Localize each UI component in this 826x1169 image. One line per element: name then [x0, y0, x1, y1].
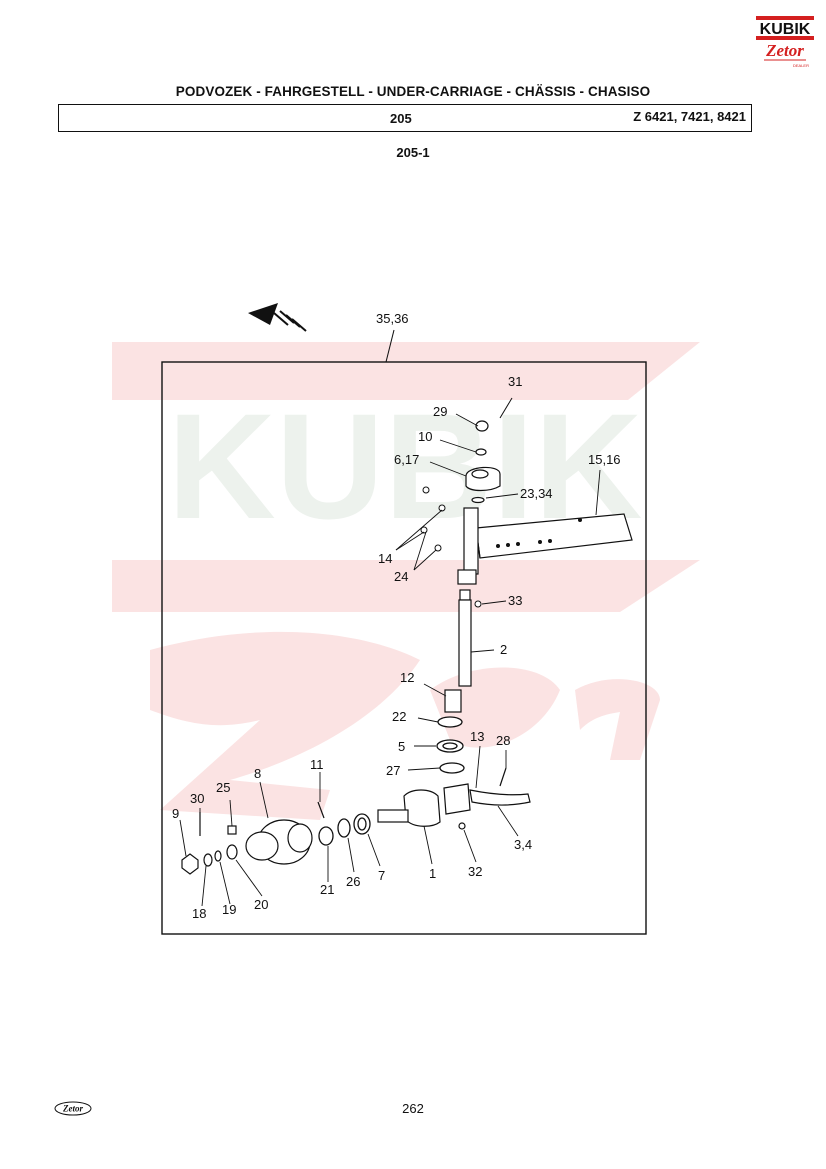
callout-8: 8 [254, 766, 261, 781]
callout-10: 10 [418, 429, 432, 444]
callout-29: 29 [433, 404, 447, 419]
footer-logo-text: Zetor [62, 1104, 83, 1114]
callout-18: 18 [192, 906, 206, 921]
callout-23-34: 23,34 [520, 486, 553, 501]
callout-27: 27 [386, 763, 400, 778]
grease-nipples [420, 397, 513, 608]
page-title: PODVOZEK - FAHRGESTELL - UNDER-CARRIAGE … [175, 84, 651, 99]
callout-26: 26 [346, 874, 360, 889]
callout-20: 20 [254, 897, 268, 912]
callout-19: 19 [222, 902, 236, 917]
callout-33: 33 [508, 593, 522, 608]
callout-30: 30 [190, 791, 204, 806]
callout-22: 22 [392, 709, 406, 724]
group-number: 205 [390, 111, 412, 126]
logo-dealer-text: DEALER [793, 63, 809, 68]
callout-25: 25 [216, 780, 230, 795]
callout-3-4: 3,4 [514, 837, 532, 852]
leader-lines [179, 413, 601, 907]
steering-arm-lower [443, 767, 531, 830]
hub-bearings [318, 813, 371, 846]
callout-2: 2 [500, 642, 507, 657]
direction-arrow-icon [248, 303, 307, 332]
callout-21: 21 [320, 882, 334, 897]
king-pin [444, 507, 479, 713]
assembly-frame [161, 361, 647, 935]
callout-9: 9 [172, 806, 179, 821]
callout-7: 7 [378, 868, 385, 883]
header-box [58, 104, 752, 132]
callout-13: 13 [470, 729, 484, 744]
hub-nut-parts [181, 812, 238, 875]
callout-1: 1 [429, 866, 436, 881]
logo-zetor-text: Zetor [765, 41, 804, 60]
axle-beam [475, 513, 633, 559]
callout-labels: 35,36 31 29 10 6,17 15,16 23,34 14 24 33… [172, 311, 621, 921]
model-list: Z 6421, 7421, 8421 [633, 109, 746, 124]
callout-35-36: 35,36 [376, 311, 409, 326]
wheel-hub [245, 801, 325, 865]
callout-14: 14 [378, 551, 392, 566]
callout-15-16: 15,16 [588, 452, 621, 467]
callout-6-17: 6,17 [394, 452, 419, 467]
figure-number: 205-1 [396, 145, 430, 160]
bearings [436, 716, 465, 774]
callout-32: 32 [468, 864, 482, 879]
callout-5: 5 [398, 739, 405, 754]
callout-24: 24 [394, 569, 408, 584]
callout-31: 31 [508, 374, 522, 389]
callout-12: 12 [400, 670, 414, 685]
kubik-zetor-logo: KUBIK Zetor DEALER [754, 16, 816, 68]
logo-kubik-text: KUBIK [760, 21, 811, 38]
callout-28: 28 [496, 733, 510, 748]
page-number: 262 [402, 1101, 424, 1116]
zetor-footer-logo: Zetor [54, 1101, 92, 1116]
steering-arm-top [465, 420, 501, 504]
steering-knuckle [377, 789, 441, 827]
callout-11: 11 [310, 757, 324, 772]
